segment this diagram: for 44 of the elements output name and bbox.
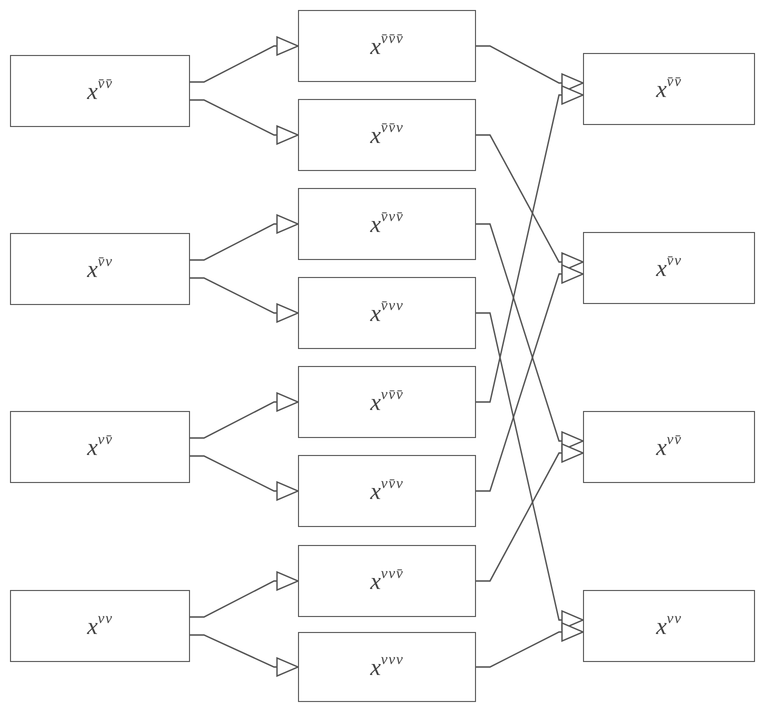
arrow	[190, 99, 299, 145]
variable-box	[298, 455, 476, 527]
variable-label: x$^{v̄v}$	[87, 254, 113, 284]
variable-box	[10, 411, 190, 483]
variable-label: x$^{v̄v̄v̄}$	[370, 30, 404, 62]
arrow	[190, 214, 299, 261]
arrow	[476, 443, 584, 582]
arrow	[190, 571, 299, 618]
variable-label: x$^{v̄v̄}$	[87, 76, 113, 106]
arrow	[190, 277, 299, 323]
variable-box	[10, 590, 190, 662]
variable-label: x$^{vvv̄}$	[370, 566, 404, 596]
variable-box	[583, 590, 755, 662]
arrow	[190, 36, 299, 83]
variable-label: x$^{vv̄v̄}$	[370, 386, 404, 418]
variable-label: x$^{vv̄}$	[656, 432, 682, 462]
variable-label: x$^{vv̄v}$	[370, 476, 404, 506]
arrow	[190, 455, 299, 501]
variable-label: x$^{vv̄}$	[87, 432, 113, 462]
variable-label: x$^{vv}$	[656, 610, 682, 642]
variable-box	[298, 632, 476, 702]
variable-box	[298, 366, 476, 438]
arrow	[190, 634, 299, 677]
variable-label: x$^{vv}$	[87, 610, 113, 642]
arrow	[476, 85, 584, 403]
variable-box	[583, 411, 755, 483]
variable-box	[298, 545, 476, 617]
variable-box	[298, 99, 476, 171]
variable-label: x$^{v̄v̄v}$	[370, 120, 404, 150]
variable-box	[10, 233, 190, 305]
arrow	[476, 622, 584, 668]
variable-label: x$^{v̄vv̄}$	[370, 208, 404, 240]
variable-label: x$^{v̄v̄}$	[656, 74, 682, 104]
arrow	[476, 264, 584, 492]
variable-box	[583, 232, 755, 304]
variable-box	[298, 188, 476, 260]
variable-label: x$^{vvv}$	[370, 652, 404, 682]
variable-box	[583, 53, 755, 125]
variable-label: x$^{v̄vv}$	[370, 298, 404, 328]
variable-box	[298, 10, 476, 82]
variable-box	[10, 55, 190, 127]
arrow	[190, 392, 299, 439]
variable-label: x$^{v̄v}$	[656, 252, 682, 284]
variable-box	[298, 277, 476, 349]
